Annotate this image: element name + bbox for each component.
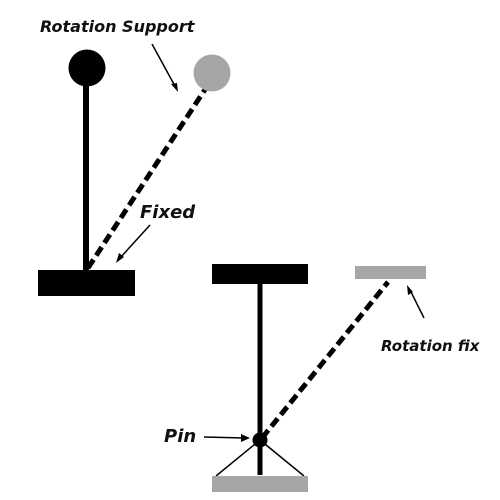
rotated-rod-dashed bbox=[85, 86, 209, 270]
rotation-support-arrow-head bbox=[171, 83, 178, 92]
ghost-top-beam bbox=[355, 266, 426, 279]
pin-ground-base bbox=[212, 476, 308, 492]
rotated-pendulum-ball bbox=[193, 54, 231, 92]
pin-joint bbox=[252, 432, 268, 448]
pin-bracket-left bbox=[215, 439, 261, 477]
fixed-arrow-shaft bbox=[119, 224, 151, 259]
rotation-fix-label: Rotation fix bbox=[381, 337, 480, 355]
rotation-fix-arrow-shaft bbox=[409, 289, 425, 319]
fixed-label: Fixed bbox=[140, 202, 196, 223]
rotation-support-label: Rotation Support bbox=[40, 17, 195, 36]
pin-arrow-head bbox=[241, 434, 250, 442]
rotation-fix-arrow-head bbox=[407, 285, 413, 295]
top-beam-block bbox=[212, 264, 308, 284]
fixed-base-block bbox=[38, 270, 135, 296]
pin-label: Pin bbox=[164, 426, 197, 447]
pin-arrow-shaft bbox=[203, 436, 245, 439]
pin-bracket-right bbox=[259, 439, 305, 477]
rotated-column-dashed bbox=[260, 280, 390, 440]
fixed-arrow-head bbox=[116, 253, 124, 263]
pendulum-ball bbox=[68, 49, 106, 87]
rotation-support-arrow-shaft bbox=[151, 43, 177, 89]
